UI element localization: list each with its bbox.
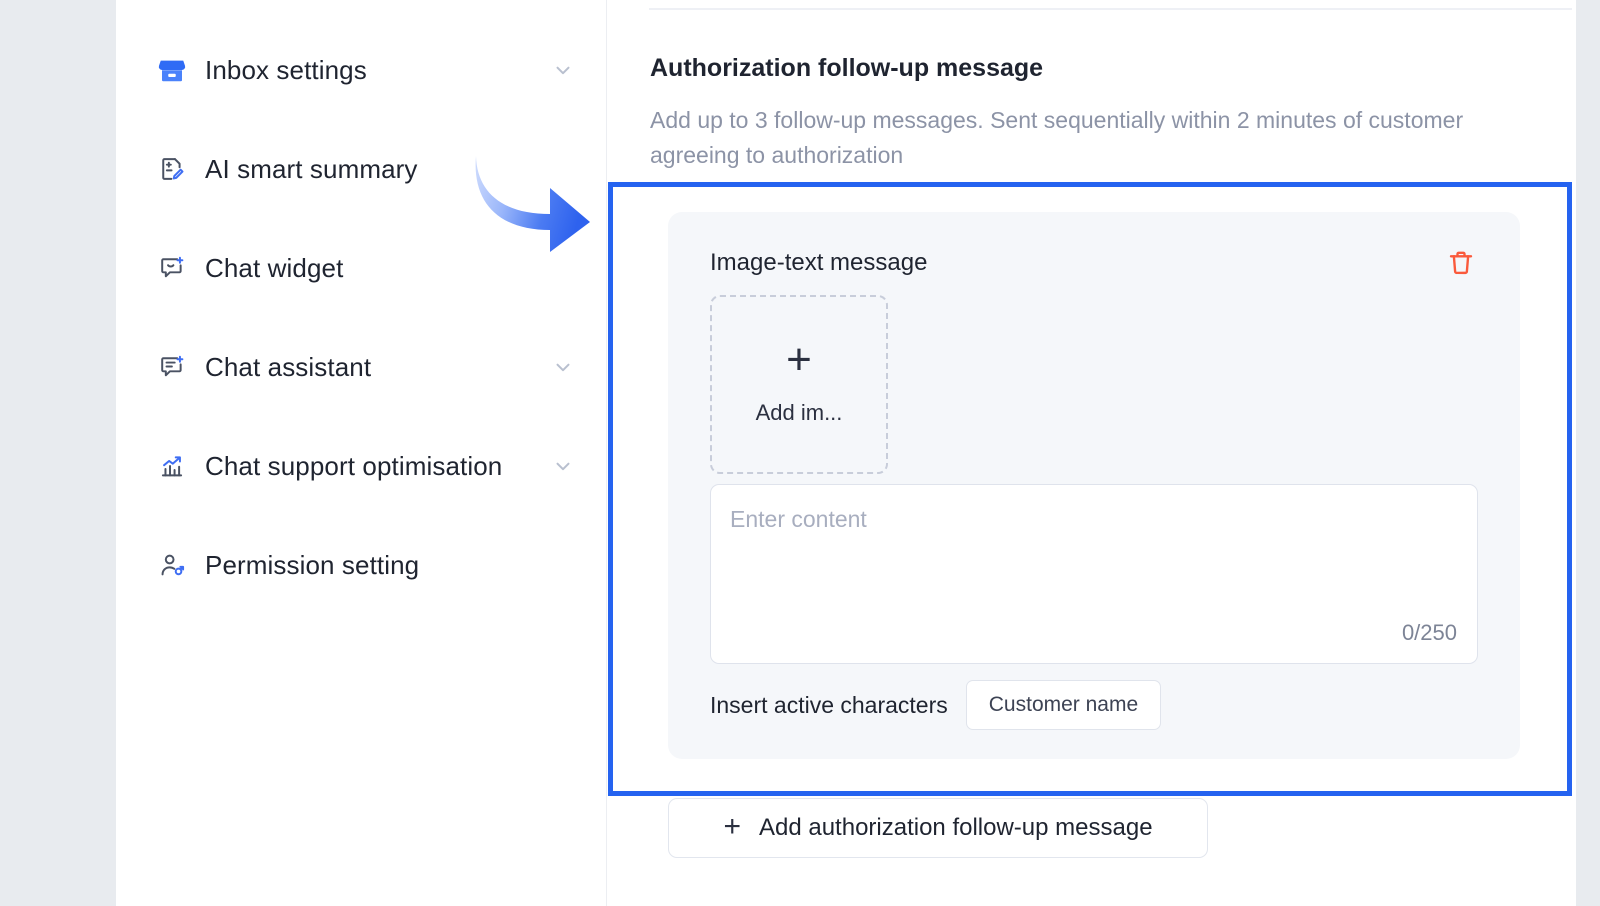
plus-icon: + xyxy=(723,809,741,843)
add-image-label: Add im... xyxy=(755,399,843,425)
card-title: Image-text message xyxy=(710,249,928,276)
trash-icon[interactable] xyxy=(1444,246,1478,280)
sidebar-item-chat-support-optimisation[interactable]: Chat support optimisation xyxy=(116,438,606,494)
followup-message-card: Image-text message + Add im... Enter con… xyxy=(668,212,1520,759)
sidebar-item-chat-widget[interactable]: Chat widget xyxy=(116,240,606,296)
chat-lines-add-icon xyxy=(157,352,187,382)
sidebar-nav-list: Inbox settings AI s xyxy=(116,42,606,636)
card-header: Image-text message xyxy=(710,246,1478,280)
page-description: Add up to 3 follow-up messages. Sent seq… xyxy=(650,107,1464,168)
chevron-down-icon[interactable] xyxy=(552,356,574,378)
sidebar-item-chat-assistant[interactable]: Chat assistant xyxy=(116,339,606,395)
chat-add-icon xyxy=(157,253,187,283)
chevron-down-icon[interactable] xyxy=(552,59,574,81)
add-authorization-followup-message-button[interactable]: + Add authorization follow-up message xyxy=(668,798,1208,858)
sidebar-item-label: Inbox settings xyxy=(205,54,367,85)
sidebar-item-permission-setting[interactable]: Permission setting xyxy=(116,537,606,593)
add-message-label: Add authorization follow-up message xyxy=(758,814,1153,841)
sidebar-item-label: Chat support optimisation xyxy=(205,450,503,481)
app-window: Inbox settings AI s xyxy=(116,0,1576,906)
sidebar-item-inbox-settings[interactable]: Inbox settings xyxy=(116,42,606,98)
sidebar-item-label: Chat assistant xyxy=(205,351,372,382)
sidebar-item-label: Permission setting xyxy=(205,549,420,580)
storefront-icon xyxy=(157,55,187,85)
sidebar-item-label: Chat widget xyxy=(205,252,344,283)
bar-chart-trend-icon xyxy=(157,451,187,481)
page-title: Authorization follow-up message xyxy=(650,54,1044,82)
message-content-input[interactable]: Enter content 0/250 xyxy=(710,484,1478,664)
sidebar-item-ai-smart-summary[interactable]: AI smart summary xyxy=(116,141,606,197)
insert-variables-row: Insert active characters Customer name xyxy=(710,680,1162,730)
note-edit-icon xyxy=(157,154,187,184)
content-placeholder: Enter content xyxy=(730,506,867,532)
user-settings-icon xyxy=(157,550,187,580)
insert-variables-label: Insert active characters xyxy=(710,691,948,718)
sidebar-item-label: AI smart summary xyxy=(205,153,418,184)
section-divider xyxy=(649,8,1572,10)
chevron-down-icon[interactable] xyxy=(552,455,574,477)
settings-main-panel: Authorization follow-up message Add up t… xyxy=(608,0,1576,906)
variable-chip-customer-name[interactable]: Customer name xyxy=(965,680,1162,730)
character-counter: 0/250 xyxy=(1401,620,1457,645)
plus-icon: + xyxy=(786,334,812,384)
add-image-button[interactable]: + Add im... xyxy=(710,295,888,474)
settings-sidebar: Inbox settings AI s xyxy=(116,0,607,906)
